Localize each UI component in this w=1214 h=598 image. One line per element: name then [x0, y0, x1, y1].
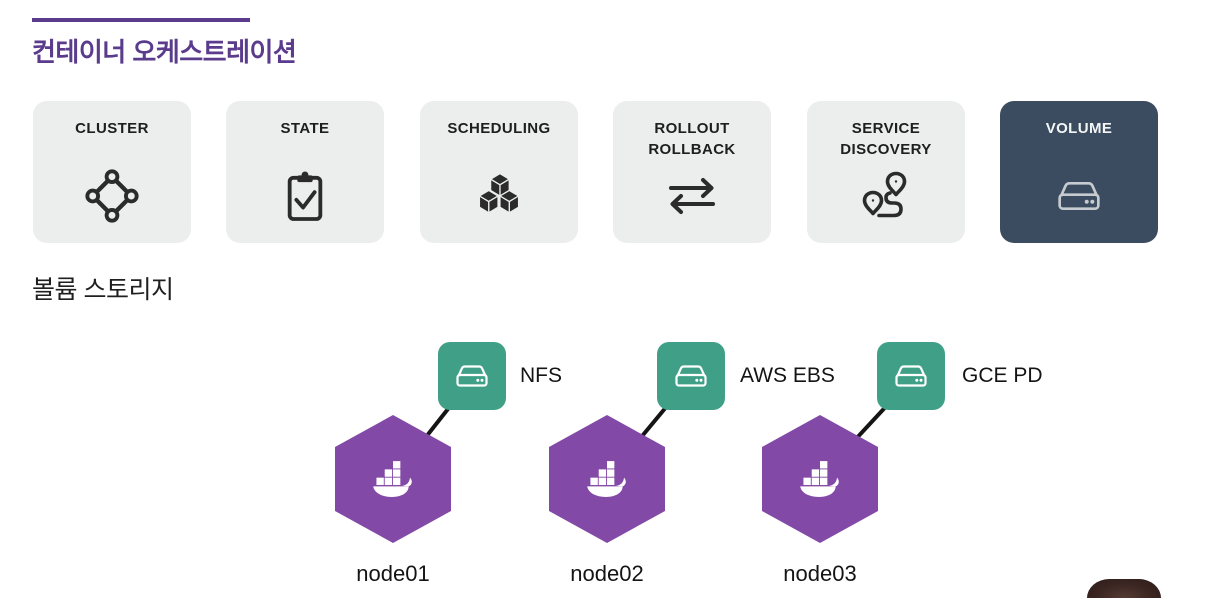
cluster-icon	[85, 162, 139, 229]
cubes-icon	[471, 162, 527, 229]
docker-whale-icon	[587, 461, 626, 497]
storage-drive-icon	[675, 365, 707, 387]
swap-arrows-icon	[664, 162, 720, 229]
page-title: 컨테이너 오케스트레이션	[32, 37, 297, 67]
card-label: SERVICE DISCOVERY	[840, 120, 932, 158]
section-heading: 볼륨 스토리지	[32, 276, 174, 304]
storage-label: NFS	[520, 364, 562, 387]
storage-drive-icon	[895, 365, 927, 387]
route-pins-icon	[860, 162, 912, 229]
storage-box-gce-pd	[877, 342, 945, 410]
storage-drive-icon	[1052, 162, 1106, 229]
node-label: node01	[356, 561, 430, 586]
storage-box-nfs	[438, 342, 506, 410]
storage-label: AWS EBS	[740, 364, 835, 387]
storage-drive-icon	[456, 365, 488, 387]
node-hexagon-node01	[332, 415, 454, 545]
card-volume: VOLUME	[1000, 101, 1158, 243]
node-hexagon-node02	[546, 415, 668, 545]
card-label: ROLLOUT ROLLBACK	[648, 120, 736, 158]
card-label: STATE	[280, 120, 330, 137]
presenter-head	[1087, 579, 1161, 598]
card-cluster: CLUSTER	[33, 101, 191, 243]
card-label: VOLUME	[1045, 120, 1113, 137]
storage-label: GCE PD	[962, 364, 1043, 387]
docker-whale-icon	[373, 461, 412, 497]
card-scheduling: SCHEDULING	[420, 101, 578, 243]
title-accent-rule	[32, 18, 250, 22]
card-state: STATE	[226, 101, 384, 243]
card-rollout-rollback: ROLLOUT ROLLBACK	[613, 101, 771, 243]
card-service-discovery: SERVICE DISCOVERY	[807, 101, 965, 243]
storage-box-aws-ebs	[657, 342, 725, 410]
card-label: SCHEDULING	[447, 120, 551, 137]
node-label: node02	[570, 561, 644, 586]
docker-whale-icon	[800, 461, 839, 497]
clipboard-check-icon	[282, 162, 328, 229]
node-hexagon-node03	[759, 415, 881, 545]
node-label: node03	[783, 561, 857, 586]
card-label: CLUSTER	[75, 120, 149, 137]
